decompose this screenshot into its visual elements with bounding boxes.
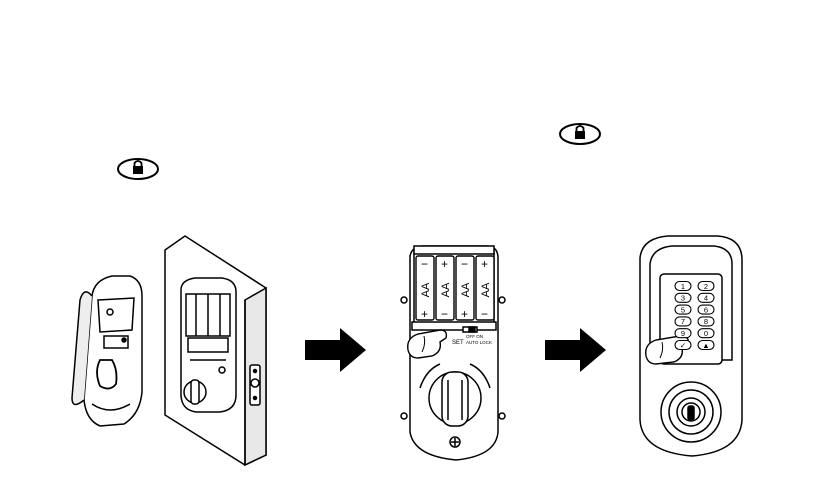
keypad-key-label: 4 bbox=[704, 294, 708, 303]
keypad-key: ✓ bbox=[675, 341, 691, 350]
keypad-key-label: 1 bbox=[681, 282, 685, 291]
keypad-key: 9 bbox=[675, 329, 691, 338]
keypad-key: ▲ bbox=[698, 341, 714, 350]
right-arrow-icon bbox=[305, 328, 366, 372]
battery-label: AA bbox=[460, 282, 472, 297]
keypad-key: 4 bbox=[698, 293, 714, 302]
right-arrow-icon bbox=[545, 328, 606, 372]
interior-assembly-illustration bbox=[72, 236, 266, 465]
keypad-key: 2 bbox=[698, 282, 714, 291]
keypad-key-label: ✓ bbox=[680, 341, 686, 350]
svg-text:+: + bbox=[461, 307, 468, 321]
set-label: SET bbox=[452, 340, 464, 346]
keypad-key: 1 bbox=[675, 282, 691, 291]
keypad-key: 8 bbox=[698, 317, 714, 326]
keypad-key-label: 3 bbox=[681, 294, 685, 303]
keypad-key: 5 bbox=[675, 305, 691, 314]
on-off-label: OFF ON bbox=[466, 334, 483, 339]
keypad-key: 6 bbox=[698, 305, 714, 314]
keypad-key-label: 8 bbox=[704, 317, 708, 326]
keypad-key: 3 bbox=[675, 293, 691, 302]
battery-label: AA bbox=[440, 282, 452, 297]
keypad-key-label: 5 bbox=[681, 305, 685, 314]
svg-text:+: + bbox=[481, 257, 488, 271]
auto-lock-label: AUTO LOCK bbox=[466, 340, 492, 345]
svg-text:−: − bbox=[441, 307, 448, 321]
battery-label: AA bbox=[480, 282, 492, 297]
svg-text:+: + bbox=[421, 307, 428, 321]
lock-button-icon bbox=[118, 159, 158, 179]
svg-text:−: − bbox=[461, 257, 468, 271]
svg-text:−: − bbox=[421, 257, 428, 271]
battery-compartment-illustration bbox=[401, 246, 505, 460]
svg-text:−: − bbox=[481, 307, 488, 321]
keypad-key-label: 6 bbox=[704, 305, 708, 314]
keypad-key-label: ▲ bbox=[702, 341, 709, 350]
keypad-key-label: 9 bbox=[681, 329, 685, 338]
keypad-key: 0 bbox=[698, 329, 714, 338]
keypad-key: 7 bbox=[675, 317, 691, 326]
battery-label: AA bbox=[420, 282, 432, 297]
svg-text:+: + bbox=[441, 257, 448, 271]
keypad-key-label: 7 bbox=[681, 317, 685, 326]
lock-button-icon bbox=[560, 124, 600, 144]
keypad-key-label: 0 bbox=[704, 329, 708, 338]
keypad-key-label: 2 bbox=[704, 282, 708, 291]
